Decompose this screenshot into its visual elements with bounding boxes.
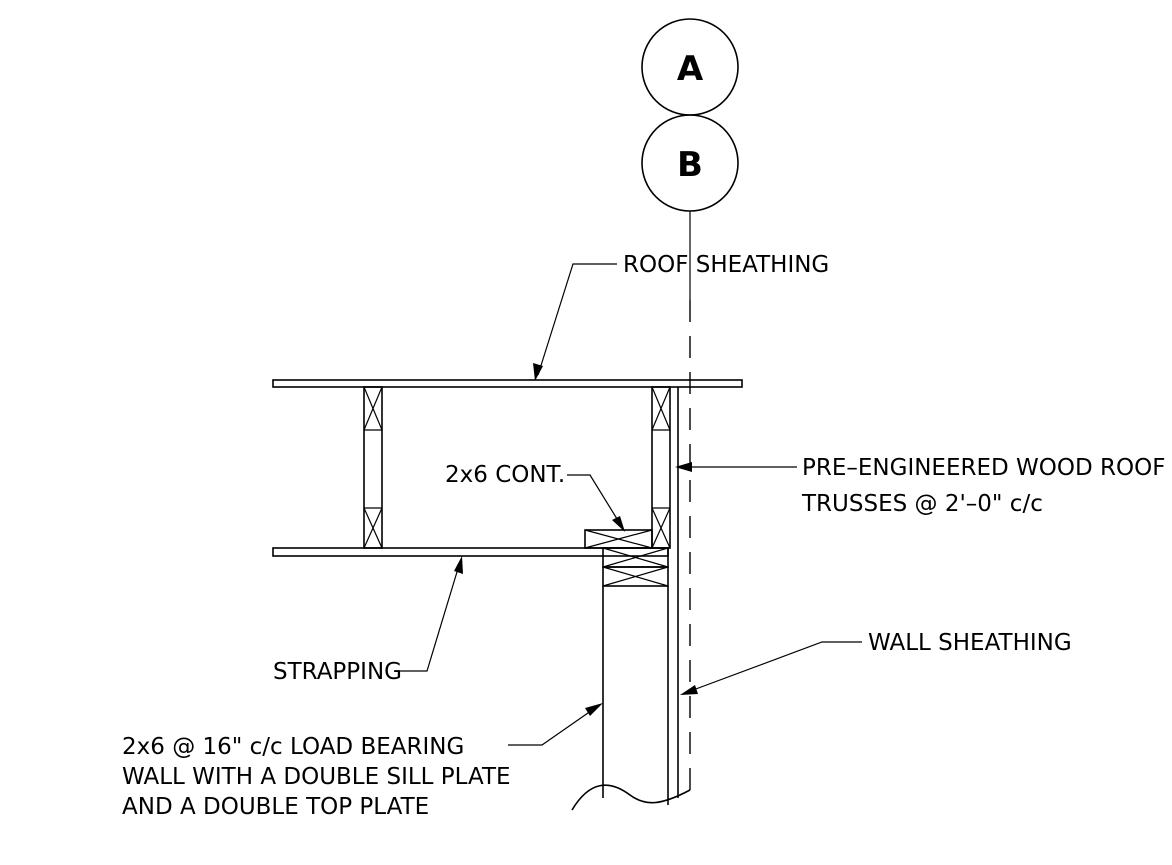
leader-wall-sheathing xyxy=(680,641,862,695)
grid-bubble-a: A xyxy=(641,18,739,116)
truss-web-left xyxy=(363,386,383,549)
truss-web-right xyxy=(651,386,671,549)
leader-strapping xyxy=(397,556,463,672)
label-trusses-line1: PRE–ENGINEERED WOOD ROOF xyxy=(802,455,1165,481)
wall-stud xyxy=(602,586,669,805)
label-roof-sheathing: ROOF SHEATHING xyxy=(623,252,829,278)
grid-bubble-b: B xyxy=(641,114,739,212)
label-wall-line1: 2x6 @ 16" c/c LOAD BEARING xyxy=(122,734,464,760)
label-cont-2x6: 2x6 CONT. xyxy=(445,462,565,488)
leader-load-bearing-wall xyxy=(508,703,603,746)
roof-sheathing xyxy=(272,379,743,388)
leader-trusses xyxy=(675,462,797,472)
leader-roof-sheathing xyxy=(533,263,617,381)
label-wall-line3: AND A DOUBLE TOP PLATE xyxy=(122,794,429,820)
leader-cont-2x6 xyxy=(567,474,625,532)
label-strapping: STRAPPING xyxy=(273,659,402,685)
wall-break-line xyxy=(571,784,691,811)
double-top-plate xyxy=(602,547,669,587)
label-trusses-line2: TRUSSES @ 2'–0" c/c xyxy=(801,491,1043,517)
label-wall-line2: WALL WITH A DOUBLE SILL PLATE xyxy=(122,764,511,790)
grid-bubble-b-label: B xyxy=(677,145,703,185)
label-wall-sheathing: WALL SHEATHING xyxy=(868,630,1072,656)
grid-bubble-a-label: A xyxy=(677,49,704,89)
cont-2x6-block xyxy=(584,529,653,549)
